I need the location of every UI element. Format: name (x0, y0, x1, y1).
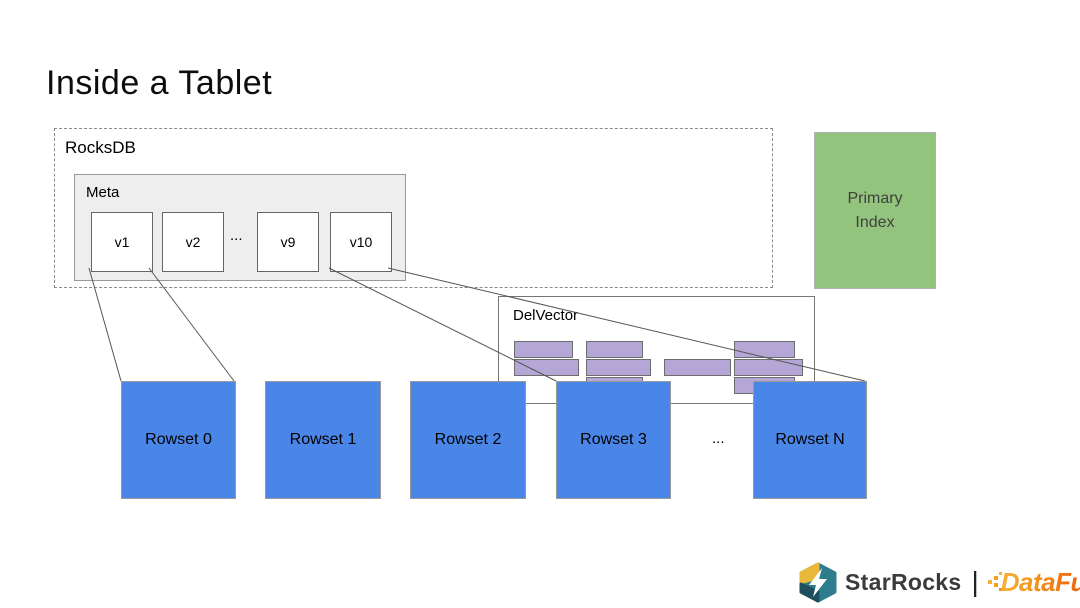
footer-brand-bar: StarRocks | DataFun. (797, 560, 1080, 604)
starrocks-wordmark: StarRocks (845, 568, 962, 595)
delvector-label: DelVector (513, 307, 579, 324)
rowset-box-3: Rowset 3 (556, 381, 671, 499)
rowset-box-n: Rowset N (753, 381, 867, 499)
brand-separator: | (971, 566, 979, 597)
meta-versions-ellipsis: ... (230, 227, 243, 244)
rowset-box-0: Rowset 0 (121, 381, 236, 499)
delvector-bar (586, 341, 643, 358)
datafun-wordmark: DataFun. (1001, 567, 1080, 598)
meta-version-box-v10: v10 (330, 212, 392, 272)
rowset-box-2: Rowset 2 (410, 381, 526, 499)
rowsets-ellipsis: ... (712, 430, 725, 447)
primary-index-box: Primary Index (814, 132, 936, 289)
meta-label: Meta (86, 184, 120, 201)
delvector-bar (514, 359, 579, 376)
meta-version-box-v2: v2 (162, 212, 224, 272)
delvector-bar (586, 359, 651, 376)
delvector-bar (734, 341, 795, 358)
starrocks-logo-icon (799, 562, 837, 602)
page-title: Inside a Tablet (46, 64, 273, 102)
meta-box: Meta v1 v2 ... v9 v10 (74, 174, 406, 281)
delvector-bar (734, 359, 803, 376)
rowset-box-1: Rowset 1 (265, 381, 381, 499)
meta-version-box-v9: v9 (257, 212, 319, 272)
delvector-bar (664, 359, 731, 376)
datafun-dots-icon (987, 572, 1002, 591)
rocksdb-container: RocksDB Meta v1 v2 ... v9 v10 DelVector (54, 128, 815, 404)
rocksdb-label: RocksDB (65, 138, 136, 157)
meta-version-box-v1: v1 (91, 212, 153, 272)
delvector-bar (514, 341, 573, 358)
